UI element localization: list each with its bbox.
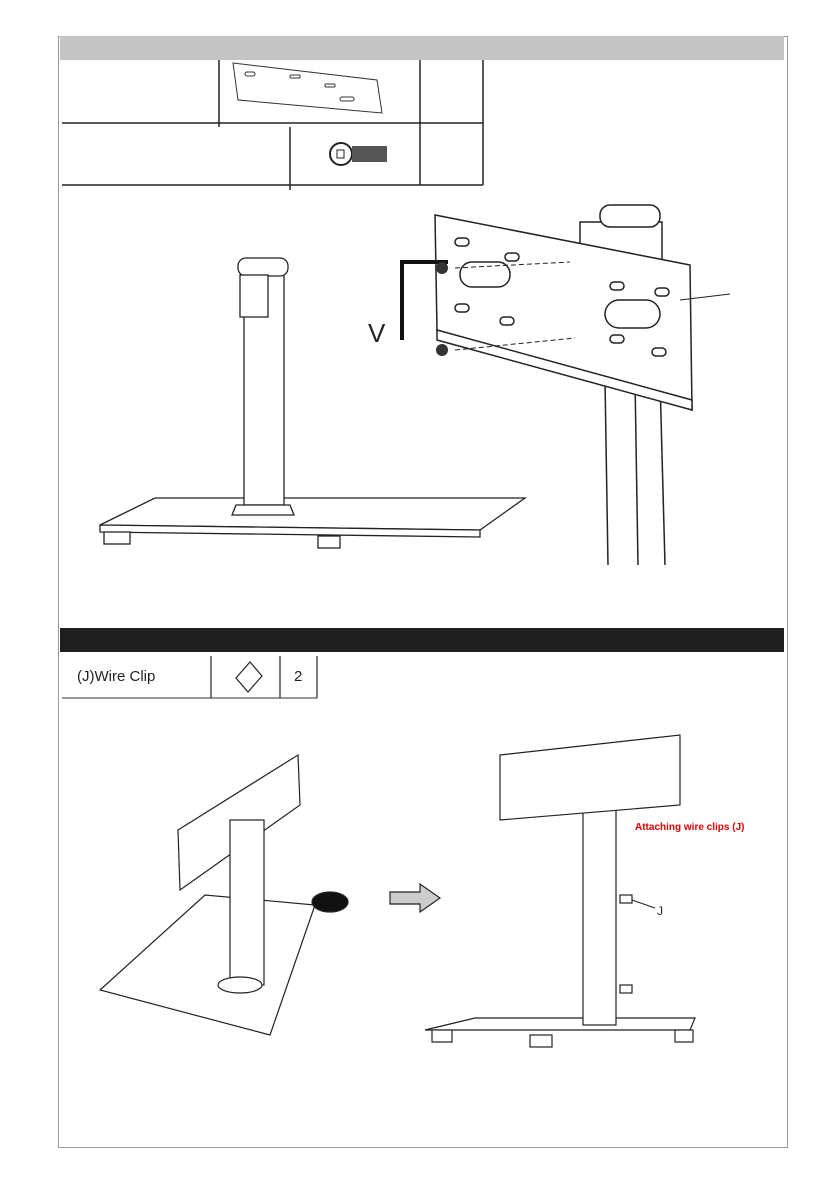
tool-label: V <box>368 318 386 348</box>
step1-header-band <box>60 36 784 60</box>
step1-hardware-table <box>62 60 484 190</box>
bracket-icon <box>232 62 383 114</box>
arrow-icon <box>389 882 442 914</box>
wire-clip-icon <box>235 661 263 693</box>
stand-assembly-drawing <box>99 257 528 549</box>
wire-clip-callout: J <box>657 904 663 918</box>
wire-clip-annotation: Attaching wire clips (J) <box>635 822 745 833</box>
step2-header-band <box>60 628 784 652</box>
bracket-mount-drawing <box>400 204 731 566</box>
wire-clip-qty: 2 <box>294 668 303 685</box>
wire-clip-label: (J)Wire Clip <box>77 668 156 685</box>
allen-key-icon <box>400 260 448 340</box>
wire-clip-drawings <box>98 734 696 1048</box>
screw-icon <box>329 142 387 166</box>
wire-clip-parts-table <box>62 656 318 699</box>
